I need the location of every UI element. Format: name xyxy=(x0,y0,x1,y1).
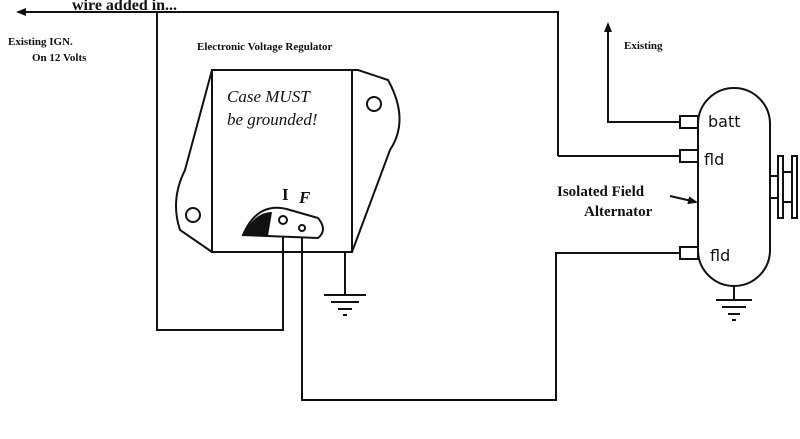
regulator-title: Electronic Voltage Regulator xyxy=(197,41,333,53)
fld-upper-label: fld xyxy=(704,150,725,169)
pulley-rim-2 xyxy=(791,155,798,219)
f-terminal-wire xyxy=(301,228,683,401)
pulley-shaft xyxy=(770,175,779,199)
terminal-f-label: F xyxy=(299,188,311,207)
case-note-line-2: be grounded! xyxy=(227,110,318,129)
batt-terminal xyxy=(679,115,699,129)
pulley-hub xyxy=(783,171,792,203)
alternator xyxy=(669,87,798,321)
terminal-i-label: I xyxy=(282,185,289,204)
existing-ign-label-1: Existing IGN. xyxy=(8,36,73,48)
batt-wire xyxy=(604,22,683,123)
mount-hole-left xyxy=(185,207,201,223)
isolated-field-arrow xyxy=(669,195,698,205)
alternator-ground-symbol xyxy=(716,299,752,321)
regulator-flange xyxy=(175,69,401,253)
voltage-regulator xyxy=(175,69,401,316)
terminal-i-post xyxy=(278,215,288,225)
isolated-field-label-2: Alternator xyxy=(584,204,653,220)
existing-ign-label-2: On 12 Volts xyxy=(32,52,87,64)
wire-added-label: wire added in... xyxy=(72,0,178,14)
isolated-field-label-1: Isolated Field xyxy=(557,184,645,200)
fld-terminal-upper xyxy=(679,149,699,163)
existing-top-label: Existing xyxy=(624,40,663,52)
fld-lower-label: fld xyxy=(710,246,731,265)
batt-label: batt xyxy=(708,112,741,131)
terminal-block-shade xyxy=(243,212,272,236)
regulator-ground-symbol xyxy=(324,294,366,316)
regulator-case xyxy=(211,69,353,253)
terminal-f-post xyxy=(298,224,306,232)
fld-terminal-lower xyxy=(679,246,699,260)
ign-wire xyxy=(16,8,559,156)
case-note-line-1: Case MUST xyxy=(227,87,310,106)
i-terminal-wire xyxy=(156,12,284,331)
mount-hole-right xyxy=(366,96,382,112)
pulley-rim-1 xyxy=(777,155,784,219)
